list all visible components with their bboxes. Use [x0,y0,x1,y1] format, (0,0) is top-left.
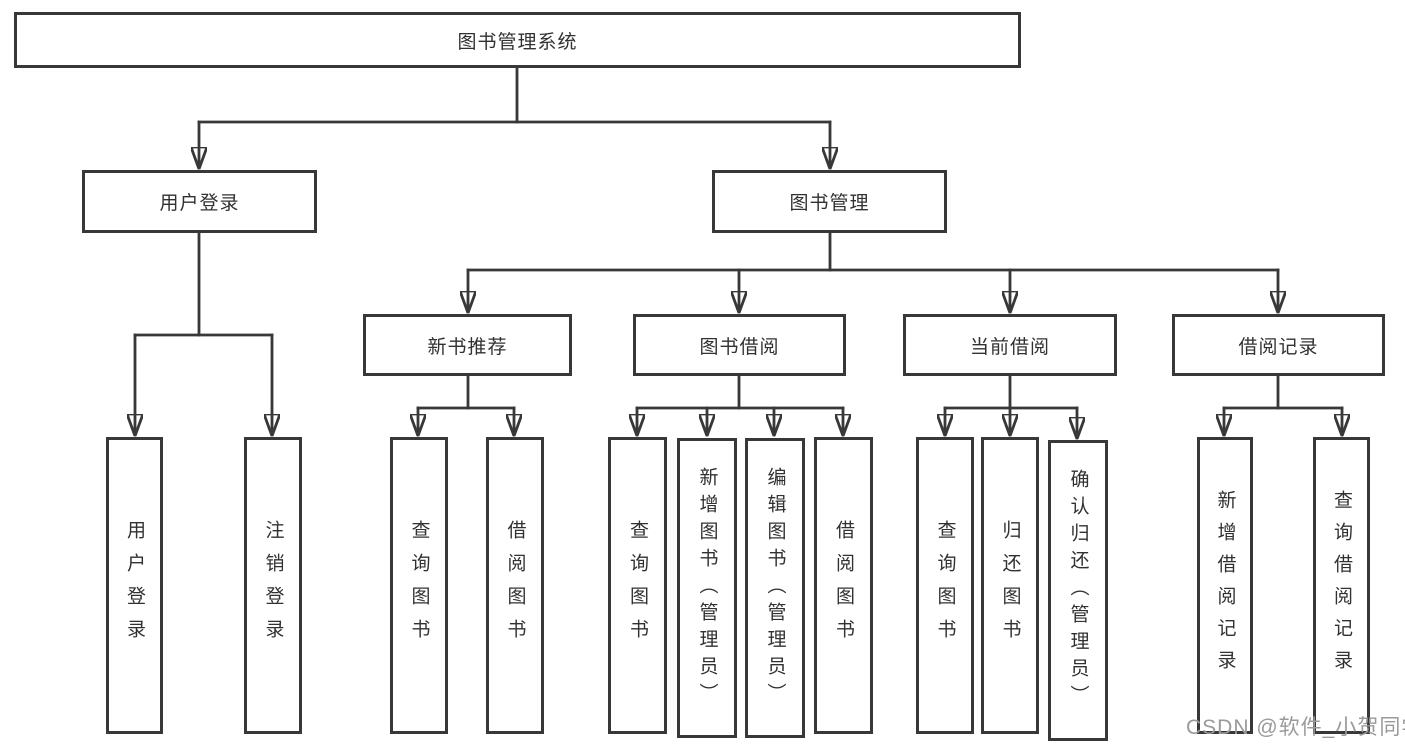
leaf-add-books-admin: 新增图书（管理员） [677,438,737,738]
leaf-edit-books-admin: 编辑图书（管理员） [745,438,805,738]
leaf-query-borrow-record: 查询借阅记录 [1313,437,1370,734]
leaf-return-books: 归还图书 [981,437,1039,734]
leaf-logout: 注销登录 [244,437,302,734]
node-new-book-recommend: 新书推荐 [363,314,572,376]
leaf-query-books-recommend: 查询图书 [390,437,448,734]
node-library-system: 图书管理系统 [14,12,1021,68]
leaf-query-books-current: 查询图书 [916,437,974,734]
leaf-add-borrow-record: 新增借阅记录 [1197,437,1253,734]
leaf-borrow-books: 借阅图书 [814,437,873,734]
node-current-borrow: 当前借阅 [903,314,1117,376]
csdn-watermark: CSDN @软件_小贺同学 [1186,716,1405,739]
leaf-user-login: 用户登录 [106,437,163,734]
node-borrow-records: 借阅记录 [1172,314,1385,376]
leaf-borrow-books-recommend: 借阅图书 [486,437,544,734]
node-user-login: 用户登录 [82,170,317,233]
node-book-borrow: 图书借阅 [633,314,846,376]
node-book-management: 图书管理 [712,170,947,233]
leaf-query-books-borrow: 查询图书 [608,437,667,734]
leaf-confirm-return-admin: 确认归还（管理员） [1048,440,1108,741]
